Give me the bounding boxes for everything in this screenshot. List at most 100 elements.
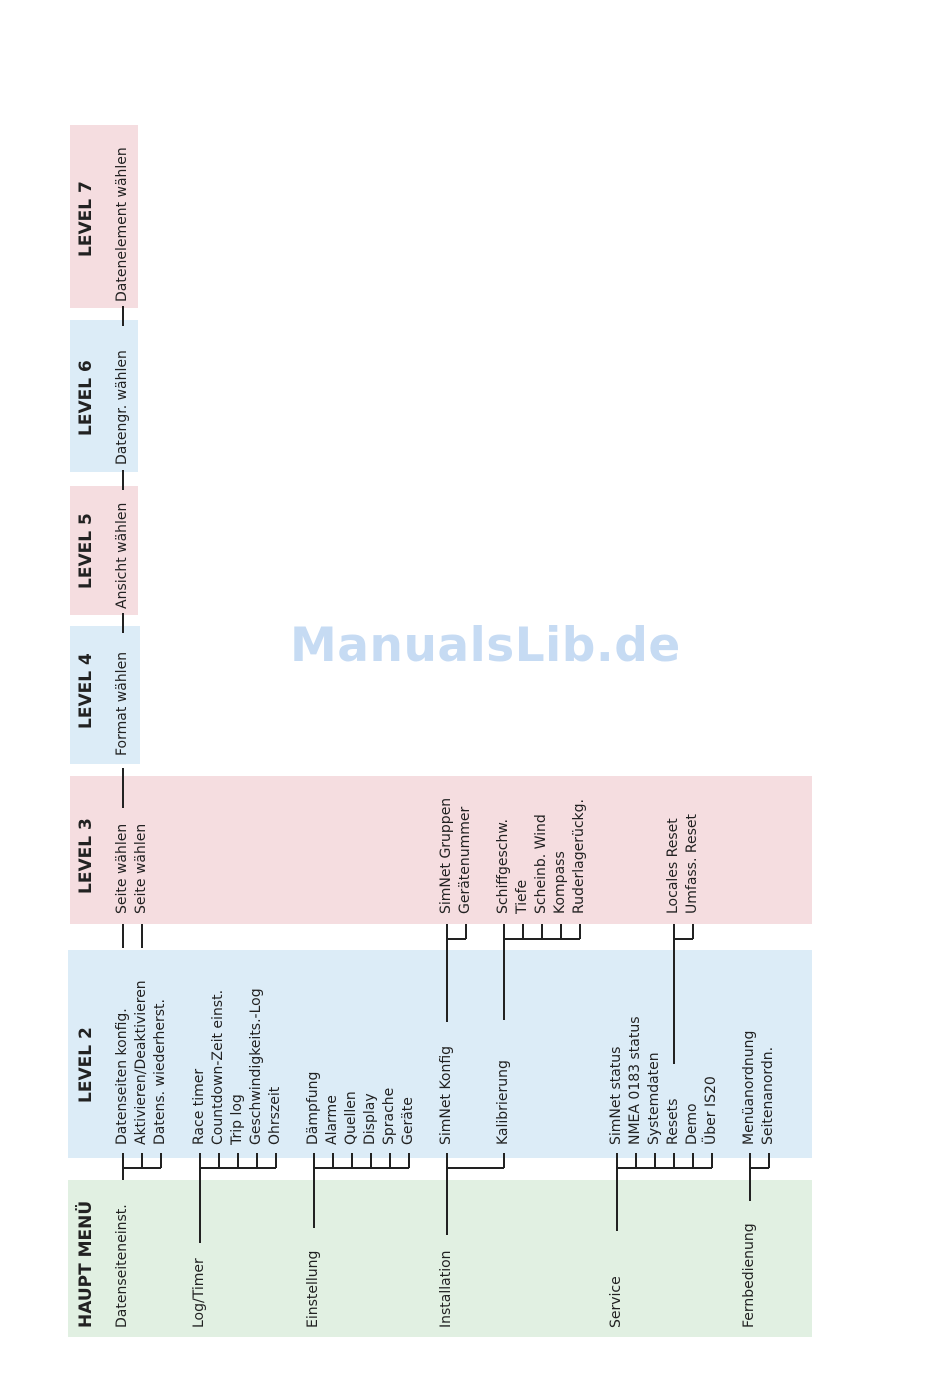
band-level2 — [68, 950, 812, 1158]
conn-l5-to-l6 — [122, 470, 124, 490]
conn-resets-l3-t1 — [692, 924, 694, 939]
conn-service-t3 — [673, 1153, 675, 1168]
l2-ohrszeit: Ohrszeit — [267, 1086, 283, 1145]
l6-datengr-waehlen: Datengr. wählen — [114, 350, 130, 465]
conn-kalib-l3-t3 — [560, 924, 562, 939]
main-item-installation: Installation — [438, 1250, 454, 1328]
conn-einstellung-spine — [313, 1153, 315, 1228]
header-level2: LEVEL 2 — [76, 1027, 96, 1103]
conn-einstellung-t3 — [370, 1153, 372, 1168]
l2-simnet-konfig: SimNet Konfig — [438, 1045, 454, 1145]
conn-fernbedienung-bar — [749, 1167, 769, 1169]
conn-service-bar — [616, 1167, 712, 1169]
l2-demo: Demo — [684, 1103, 700, 1145]
l3-seite-waehlen-2: Seite wählen — [133, 823, 149, 914]
conn-datenseiten-t1 — [141, 1153, 143, 1168]
watermark: ManualsLib.de — [290, 618, 681, 673]
l2-daempfung: Dämpfung — [305, 1071, 321, 1145]
l2-countdown: Countdown-Zeit einst. — [210, 989, 226, 1145]
l2-seitenanordn: Seitenanordn. — [760, 1046, 776, 1145]
l2-quellen: Quellen — [343, 1091, 359, 1145]
conn-kalib-l3-t4 — [579, 924, 581, 939]
conn-einstellung-t5 — [408, 1153, 410, 1168]
conn-l2-to-l3-2 — [141, 924, 143, 948]
conn-service-t5 — [711, 1153, 713, 1168]
main-item-einstellung: Einstellung — [305, 1250, 321, 1328]
l3-locales-reset: Locales Reset — [665, 818, 681, 914]
l3-simnet-gruppen: SimNet Gruppen — [438, 797, 454, 914]
conn-einstellung-bar — [313, 1167, 409, 1169]
main-item-service: Service — [608, 1276, 624, 1328]
main-item-fernbedienung: Fernbedienung — [741, 1223, 757, 1328]
conn-logtimer-t1 — [218, 1153, 220, 1168]
main-item-datenseiten: Datenseiteneinst. — [114, 1204, 130, 1328]
conn-resets-to-l3 — [673, 924, 675, 1064]
conn-logtimer-spine — [199, 1153, 201, 1243]
l3-kompass: Kompass — [552, 851, 568, 914]
l2-systemdaten: Systemdaten — [646, 1052, 662, 1145]
conn-kalib-to-l3 — [503, 924, 505, 1020]
l2-geschw-log: Geschwindigkeits.-Log — [248, 988, 264, 1145]
l3-tiefe: Tiefe — [514, 879, 530, 914]
conn-logtimer-t2 — [237, 1153, 239, 1168]
l2-kalibrierung: Kalibrierung — [495, 1060, 511, 1145]
conn-datenseiten-spine — [122, 1153, 124, 1180]
conn-installation-t1 — [503, 1153, 505, 1168]
conn-installation-bar — [446, 1167, 504, 1169]
l2-race-timer: Race timer — [191, 1068, 207, 1145]
header-level7: LEVEL 7 — [76, 181, 96, 257]
l2-simnet-status: SimNet status — [608, 1046, 624, 1145]
l2-sprache: Sprache — [381, 1087, 397, 1145]
band-level4 — [70, 626, 140, 764]
conn-logtimer-t4 — [275, 1153, 277, 1168]
conn-einstellung-t4 — [389, 1153, 391, 1168]
band-level3 — [70, 776, 812, 924]
conn-kalib-l3-t1 — [522, 924, 524, 939]
l4-format-waehlen: Format wählen — [114, 651, 130, 756]
header-level3: LEVEL 3 — [76, 818, 96, 894]
conn-l4-to-l5 — [122, 613, 124, 633]
l2-display: Display — [362, 1093, 378, 1145]
l2-aktivieren: Aktivieren/Deaktivieren — [133, 980, 149, 1145]
l5-ansicht-waehlen: Ansicht wählen — [114, 502, 130, 609]
l2-ueber-is20: Über IS20 — [703, 1076, 719, 1145]
conn-l6-to-l7 — [122, 306, 124, 326]
l2-nmea-status: NMEA 0183 status — [627, 1016, 643, 1145]
header-level6: LEVEL 6 — [76, 360, 96, 436]
conn-service-spine — [616, 1153, 618, 1231]
band-level5 — [70, 486, 138, 615]
conn-einstellung-t1 — [332, 1153, 334, 1168]
conn-l2-to-l3-1 — [122, 924, 124, 948]
conn-fernbedienung-t1 — [768, 1153, 770, 1168]
band-level6 — [70, 320, 138, 472]
conn-fernbedienung-spine — [749, 1153, 751, 1201]
conn-resets-l3-bar — [673, 938, 693, 940]
l3-scheinb-wind: Scheinb. Wind — [533, 814, 549, 914]
conn-simnet-l3-bar — [446, 938, 466, 940]
l3-seite-waehlen-1: Seite wählen — [114, 823, 130, 914]
band-level7 — [70, 125, 138, 308]
conn-service-t2 — [654, 1153, 656, 1168]
conn-logtimer-t3 — [256, 1153, 258, 1168]
l7-datenelement-waehlen: Datenelement wählen — [114, 147, 130, 302]
l3-schiffgeschw: Schiffgeschw. — [495, 819, 511, 914]
conn-simnet-l3-t1 — [465, 924, 467, 939]
conn-datenseiten-t2 — [160, 1153, 162, 1168]
l2-alarme: Alarme — [324, 1095, 340, 1145]
main-item-logtimer: Log/Timer — [191, 1258, 207, 1328]
header-main: HAUPT MENÜ — [76, 1200, 96, 1328]
l2-datenseiten-konfig: Datenseiten konfig. — [114, 1008, 130, 1145]
conn-service-t4 — [692, 1153, 694, 1168]
l3-geraetenummer: Gerätenummer — [457, 806, 473, 914]
band-main — [68, 1180, 812, 1337]
l3-ruderlager: Ruderlagerückg. — [571, 799, 587, 914]
conn-einstellung-t2 — [351, 1153, 353, 1168]
l2-geraete: Geräte — [400, 1097, 416, 1145]
conn-simnet-to-l3 — [446, 924, 448, 1022]
conn-kalib-l3-t2 — [541, 924, 543, 939]
conn-installation-spine — [446, 1153, 448, 1235]
header-level4: LEVEL 4 — [76, 653, 96, 729]
l2-trip-log: Trip log — [229, 1094, 245, 1145]
l2-datens-wiederherst: Datens. wiederherst. — [152, 999, 168, 1145]
conn-l3-to-l4 — [122, 768, 124, 808]
